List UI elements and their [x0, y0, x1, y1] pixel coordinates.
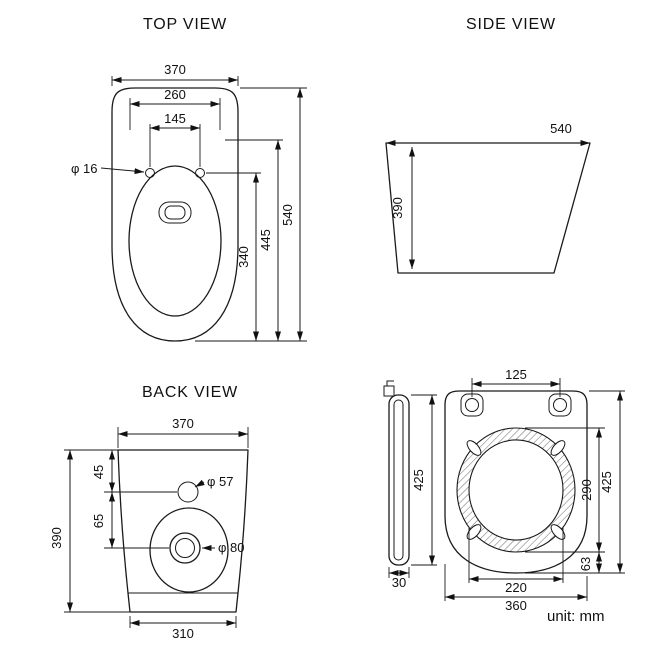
dim-total-length: 540: [240, 87, 307, 341]
hinge-housing-right: [548, 393, 572, 417]
dim-text-425-right: 425: [599, 471, 614, 493]
dim-text-125: 125: [505, 367, 527, 382]
inlet-hole: [177, 481, 199, 503]
seat-side-profile: [388, 394, 410, 566]
fixing-hole-right: [195, 168, 205, 178]
dim-text-370: 370: [164, 62, 186, 77]
seat-ring: [456, 427, 576, 553]
dim-text-65: 65: [91, 514, 106, 528]
side-profile-outline: [385, 142, 591, 274]
dim-text-390-back: 390: [49, 527, 64, 549]
dim-text-63: 63: [578, 557, 593, 571]
dim-text-445: 445: [258, 229, 273, 251]
dim-outlet-diameter: φ 80: [202, 540, 245, 555]
dim-text-260: 260: [164, 87, 186, 102]
top-view-drawing: 370 260 145 φ 16 340: [71, 62, 307, 342]
seat-side-profile-inner: [393, 399, 404, 561]
back-view-drawing: 370 390 45 65 φ 57 φ 80: [49, 416, 249, 641]
dim-text-390-side: 390: [390, 197, 405, 219]
bumper-top-right: [550, 440, 566, 456]
unit-label: unit: mm: [547, 608, 605, 625]
dim-inlet-diameter: φ 57: [194, 474, 234, 489]
hinge-housing-left: [460, 393, 484, 417]
dim-back-width-top: 370: [117, 416, 249, 448]
dim-hinge-spacing: 125: [471, 367, 561, 397]
hinge-fitting-icon: [383, 380, 395, 397]
dim-back-width-bottom: 310: [129, 616, 237, 641]
seat-opening-outline: [128, 165, 222, 317]
dim-text-phi80: φ 80: [218, 540, 245, 555]
dim-seat-width: 360: [444, 564, 588, 613]
dim-inlet-offset: 45: [91, 450, 177, 493]
flush-jet-inner: [164, 205, 186, 220]
bumper-top-left: [466, 440, 482, 456]
dim-text-145: 145: [164, 111, 186, 126]
dim-text-540-side: 540: [550, 121, 572, 136]
top-view-title: TOP VIEW: [142, 16, 228, 33]
dim-text-540: 540: [280, 204, 295, 226]
dim-rim-width: 260: [129, 87, 221, 130]
seat-view-drawing: 30 425 125: [383, 367, 625, 613]
dim-opening-length: 340: [206, 172, 261, 341]
trap-outline: [149, 507, 229, 593]
dim-text-phi16: φ 16: [71, 161, 98, 176]
dim-text-360: 360: [505, 598, 527, 613]
seat-plan-outline: [444, 390, 588, 574]
dim-text-phi57: φ 57: [207, 474, 234, 489]
bumper-bottom-right: [550, 524, 566, 540]
dim-text-290: 290: [579, 479, 594, 501]
back-view-title: BACK VIEW: [141, 384, 239, 401]
dim-seat-opening-width: 220: [468, 528, 564, 595]
dim-top-width: 370: [111, 62, 239, 86]
dim-seat-thickness: 30: [388, 567, 410, 590]
outlet-hole-inner: [175, 538, 195, 558]
bowl-outer-outline: [111, 87, 239, 342]
hinge-hole-left: [465, 398, 479, 412]
back-body-outline: [117, 449, 249, 613]
flush-jet-outer: [158, 201, 192, 224]
dim-seat-front-offset: 63: [578, 552, 602, 573]
dim-length-to-holes: 445: [225, 139, 283, 341]
fixing-hole-left: [145, 168, 155, 178]
dim-seat-length: 425: [589, 390, 625, 573]
outlet-hole-outer: [169, 532, 201, 564]
dim-hole-spacing: 145: [149, 111, 201, 167]
dim-seat-opening-length: 290: [525, 427, 605, 553]
dim-text-220: 220: [505, 580, 527, 595]
dim-text-340: 340: [236, 246, 251, 268]
dim-text-30: 30: [392, 575, 406, 590]
dim-inlet-to-outlet: 65: [91, 492, 169, 549]
dim-text-310: 310: [172, 626, 194, 641]
hinge-hole-right: [553, 398, 567, 412]
side-view-drawing: 540 390: [385, 121, 591, 274]
dim-text-370-back: 370: [172, 416, 194, 431]
dim-text-45: 45: [91, 465, 106, 479]
dim-hole-diameter: φ 16: [71, 161, 145, 176]
dim-seat-side-length: 425: [411, 394, 437, 566]
bumper-bottom-left: [466, 524, 482, 540]
dim-text-425-left: 425: [411, 469, 426, 491]
side-view-title: SIDE VIEW: [466, 16, 556, 33]
dim-side-length: 540: [386, 121, 590, 146]
dim-back-height: 390: [49, 449, 130, 613]
dim-side-height: 390: [390, 147, 415, 269]
